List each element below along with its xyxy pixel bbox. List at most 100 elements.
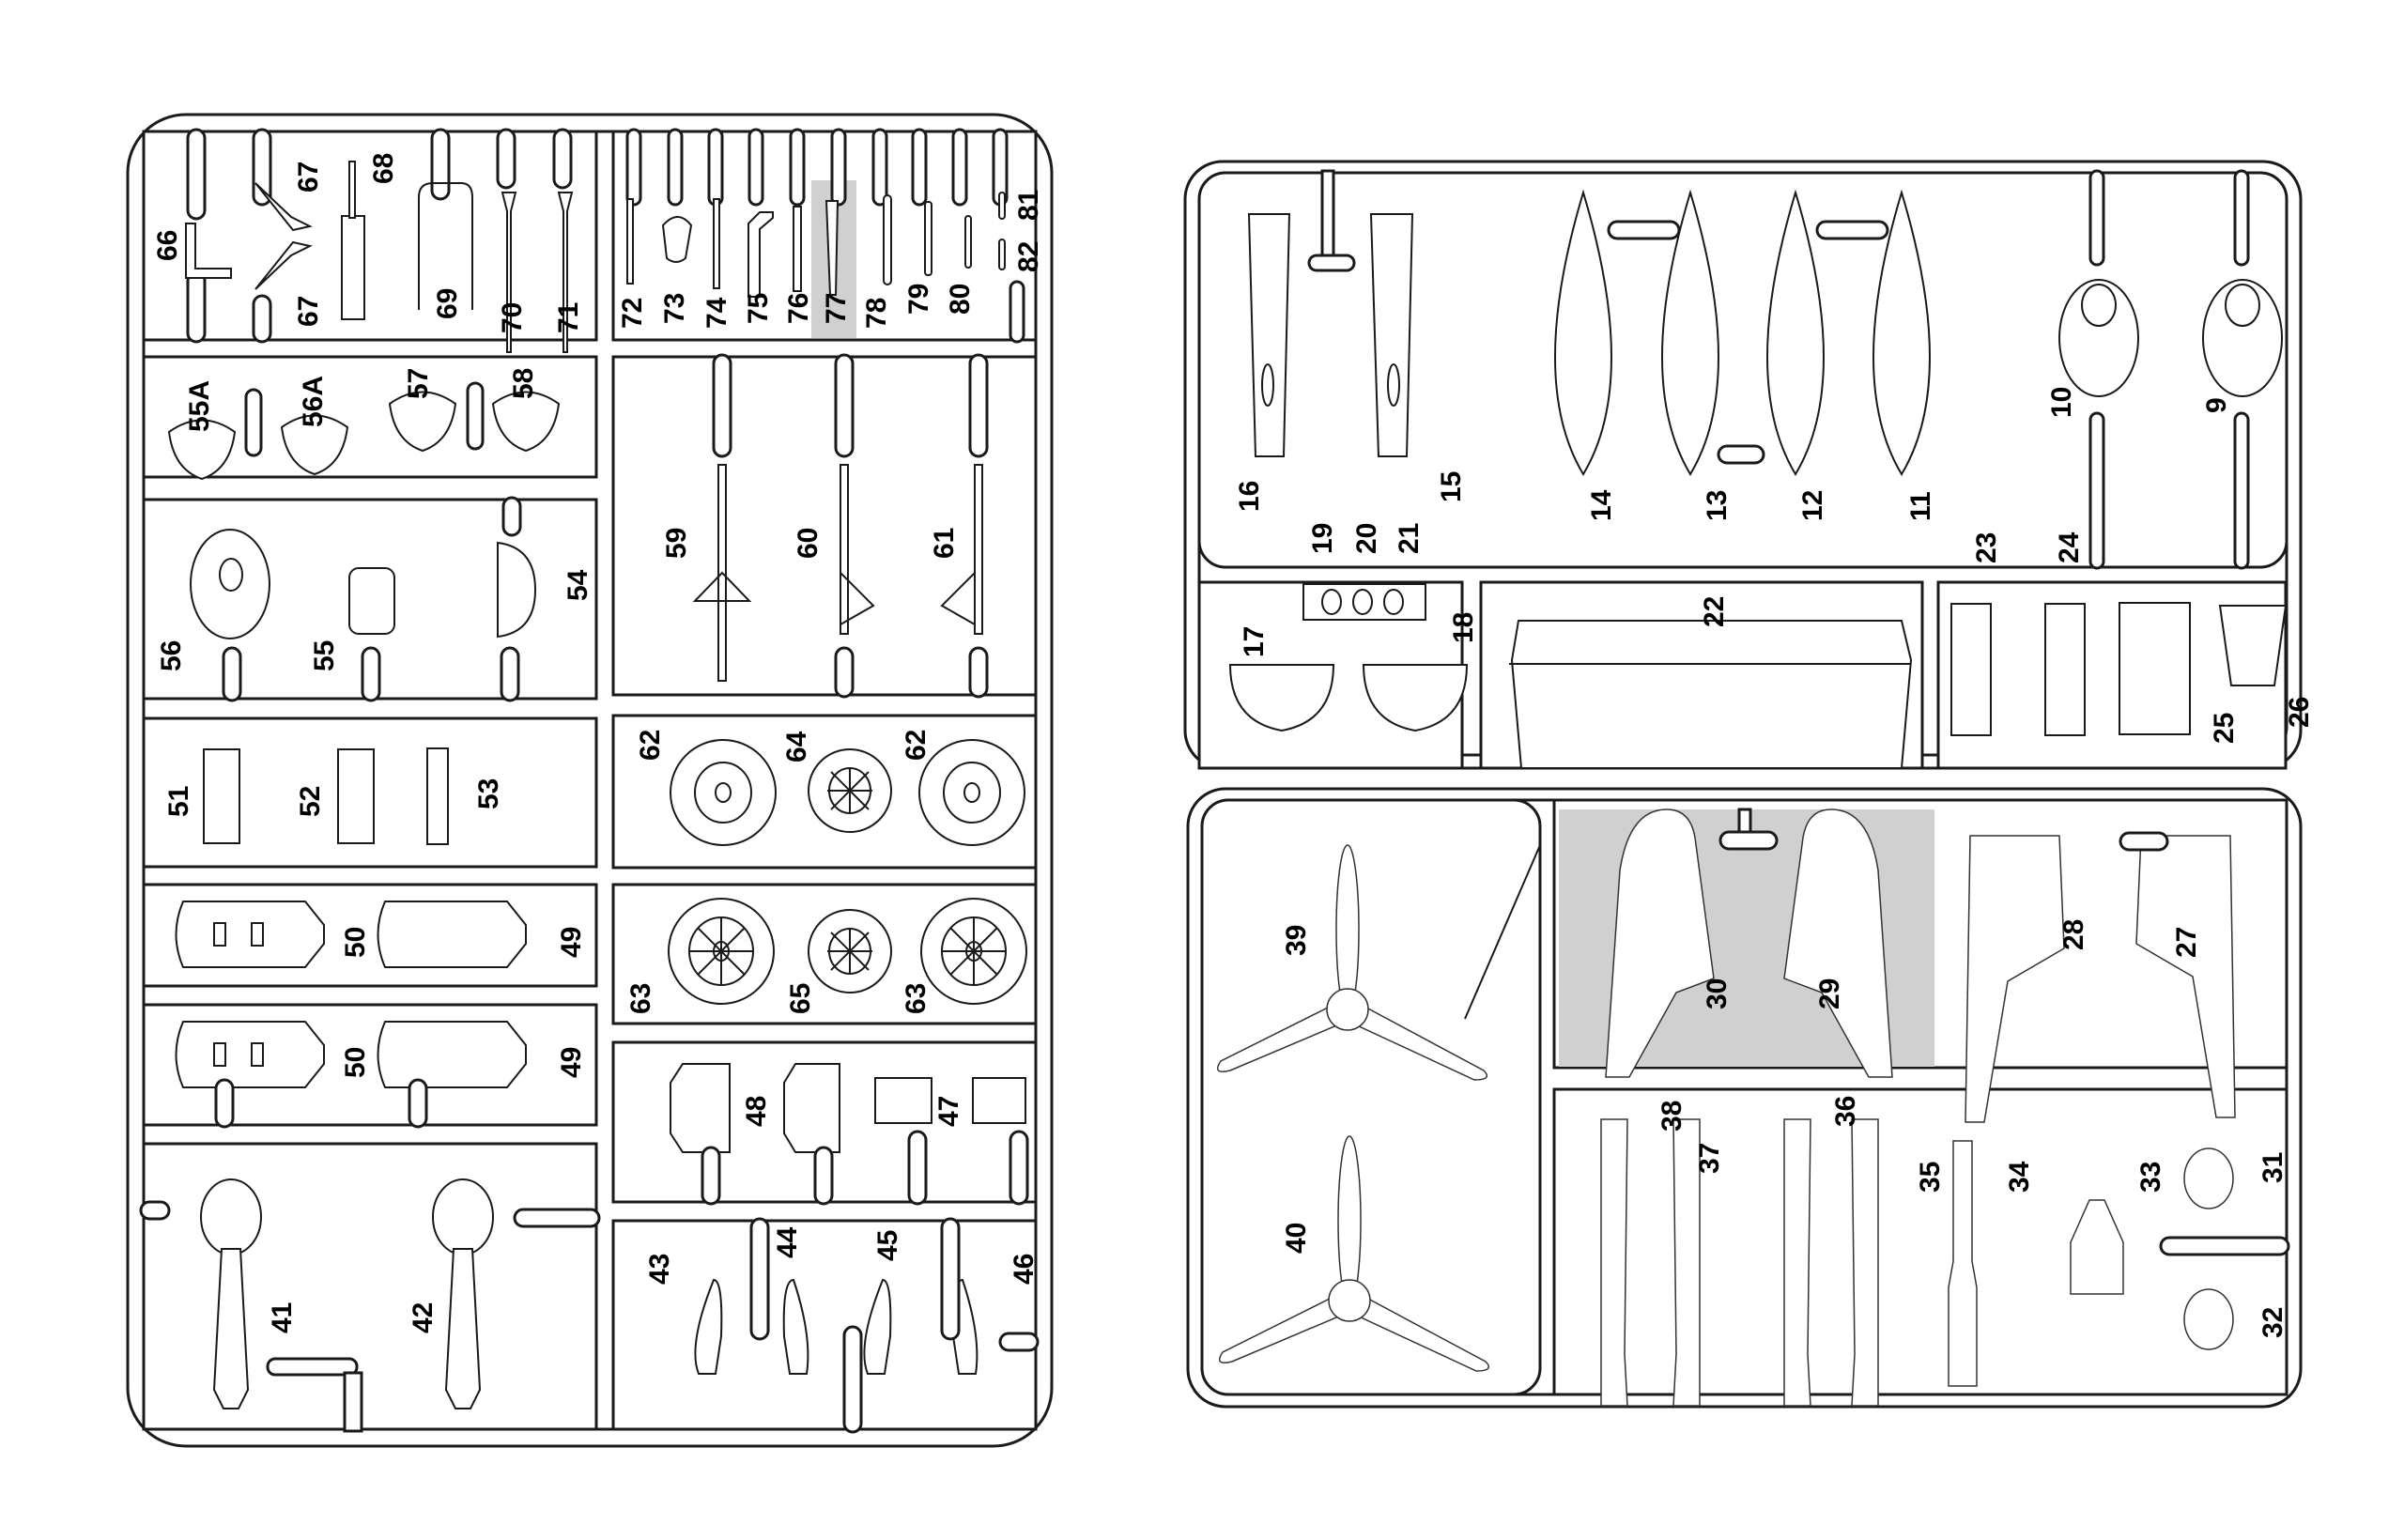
label-55: 55 bbox=[309, 640, 340, 671]
label-12: 12 bbox=[1797, 490, 1828, 521]
part-24 bbox=[2044, 603, 2086, 736]
cell-41-42 bbox=[142, 1142, 598, 1431]
label-82: 82 bbox=[1013, 241, 1044, 272]
part-49-a bbox=[377, 901, 527, 968]
label-50-b: 50 bbox=[340, 1047, 371, 1078]
label-56A: 56A bbox=[298, 376, 329, 427]
part-50-b bbox=[175, 1021, 325, 1088]
label-16: 16 bbox=[1234, 481, 1265, 512]
parts-51-53 bbox=[203, 747, 449, 845]
part-38 bbox=[1600, 1118, 1628, 1407]
part-66 bbox=[185, 223, 232, 279]
label-56: 56 bbox=[156, 640, 187, 671]
label-27: 27 bbox=[2171, 927, 2202, 958]
parts-wheels-63-65 bbox=[668, 898, 1027, 1005]
part-47-left bbox=[874, 1077, 932, 1124]
label-30: 30 bbox=[1702, 978, 1733, 1009]
label-35: 35 bbox=[1915, 1162, 1946, 1193]
part-33 bbox=[2070, 1199, 2124, 1295]
part-60 bbox=[840, 464, 875, 635]
part-68-rod bbox=[348, 161, 356, 219]
label-34: 34 bbox=[2004, 1161, 2035, 1193]
part-21 bbox=[1383, 589, 1404, 615]
part-53 bbox=[426, 747, 449, 845]
parts-54-56 bbox=[190, 496, 537, 702]
sprue-left-outer-frame bbox=[126, 113, 1054, 1448]
part-39 bbox=[1216, 844, 1488, 1081]
part-55 bbox=[348, 567, 395, 635]
part-48-right bbox=[783, 1063, 840, 1153]
parts-canopies bbox=[167, 381, 561, 481]
label-9: 9 bbox=[2201, 397, 2232, 413]
part-62-right bbox=[918, 739, 1025, 846]
part-78 bbox=[883, 194, 892, 285]
part-11 bbox=[1872, 189, 1931, 476]
parts-right-top-row2 bbox=[1228, 583, 2288, 769]
part-34 bbox=[1948, 1140, 1978, 1387]
part-40 bbox=[1218, 1135, 1490, 1372]
label-28: 28 bbox=[2058, 919, 2089, 950]
label-39: 39 bbox=[1281, 925, 1312, 956]
label-50-a: 50 bbox=[340, 927, 371, 958]
parts-27-30 bbox=[1605, 808, 2236, 1123]
sprue-right-top bbox=[1183, 160, 2303, 770]
label-41: 41 bbox=[267, 1302, 298, 1333]
part-80 bbox=[964, 215, 972, 269]
label-20: 20 bbox=[1351, 523, 1382, 554]
label-53: 53 bbox=[473, 778, 504, 809]
part-72 bbox=[626, 198, 634, 285]
label-22: 22 bbox=[1699, 596, 1730, 627]
sprue-right-bottom bbox=[1186, 787, 2303, 1409]
label-26: 26 bbox=[2284, 697, 2315, 728]
parts-47-48 bbox=[670, 1063, 1029, 1206]
part-14 bbox=[1554, 189, 1612, 476]
label-51: 51 bbox=[163, 786, 194, 817]
label-45: 45 bbox=[872, 1230, 903, 1261]
part-82 bbox=[998, 239, 1006, 270]
part-12 bbox=[1766, 189, 1825, 476]
part-58 bbox=[491, 391, 561, 453]
label-25: 25 bbox=[2209, 713, 2240, 744]
label-67-bottom: 67 bbox=[293, 296, 324, 327]
label-44: 44 bbox=[772, 1226, 803, 1258]
label-42: 42 bbox=[408, 1302, 439, 1333]
label-13: 13 bbox=[1702, 490, 1733, 521]
part-17 bbox=[1228, 664, 1335, 732]
part-31 bbox=[2183, 1147, 2234, 1209]
label-33: 33 bbox=[2135, 1162, 2166, 1193]
part-54 bbox=[497, 541, 537, 639]
label-52: 52 bbox=[295, 786, 326, 817]
label-73: 73 bbox=[659, 293, 690, 324]
part-37 bbox=[1672, 1118, 1701, 1407]
parts-row1 bbox=[185, 161, 1006, 353]
part-57 bbox=[388, 391, 457, 453]
parts-31-38 bbox=[1600, 1118, 2290, 1407]
part-29 bbox=[1783, 808, 1893, 1078]
sprue-left bbox=[126, 113, 1054, 1448]
label-70: 70 bbox=[497, 302, 528, 333]
part-68-body bbox=[341, 215, 365, 320]
label-62-right: 62 bbox=[901, 730, 932, 761]
part-71 bbox=[557, 192, 574, 353]
part-81 bbox=[998, 192, 1006, 220]
label-21: 21 bbox=[1394, 523, 1425, 554]
part-69 bbox=[418, 182, 473, 310]
part-47-right bbox=[972, 1077, 1026, 1124]
parts-49-50-a bbox=[175, 901, 527, 968]
part-55A bbox=[167, 419, 237, 481]
part-19 bbox=[1321, 589, 1342, 615]
part-15 bbox=[1369, 213, 1414, 457]
label-19: 19 bbox=[1307, 523, 1338, 554]
part-75 bbox=[747, 211, 774, 298]
part-30 bbox=[1605, 808, 1715, 1078]
label-43: 43 bbox=[644, 1254, 675, 1285]
parts-49-50-b bbox=[175, 1021, 527, 1129]
label-37: 37 bbox=[1694, 1143, 1725, 1174]
part-56A bbox=[280, 414, 349, 476]
label-23: 23 bbox=[1971, 532, 2002, 563]
part-41 bbox=[212, 1248, 250, 1409]
label-32: 32 bbox=[2258, 1307, 2288, 1338]
label-15: 15 bbox=[1436, 471, 1467, 502]
